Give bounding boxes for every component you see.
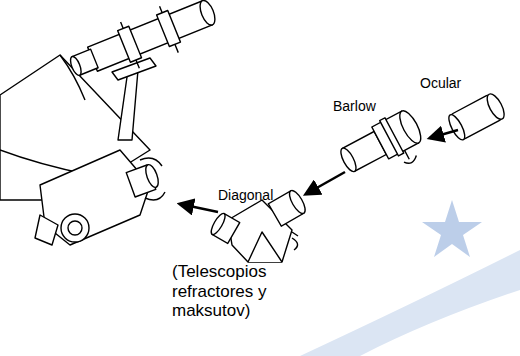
assembly-arrow [180, 204, 218, 212]
part-label: Barlow [333, 98, 376, 114]
watermark [300, 200, 520, 356]
focuser [35, 150, 165, 245]
eyepiece [446, 91, 508, 142]
assembly-arrows [180, 130, 458, 212]
finder-bracket [112, 58, 156, 140]
assembly-arrow [306, 172, 345, 194]
finder-scope [63, 0, 223, 92]
note-label: (Telescopios refractores y maksutov) [172, 262, 290, 321]
barlow-lens [335, 106, 432, 190]
assembly-arrow [430, 130, 458, 138]
part-label: Ocular [420, 75, 461, 91]
part-label: Diagonal [218, 187, 273, 203]
